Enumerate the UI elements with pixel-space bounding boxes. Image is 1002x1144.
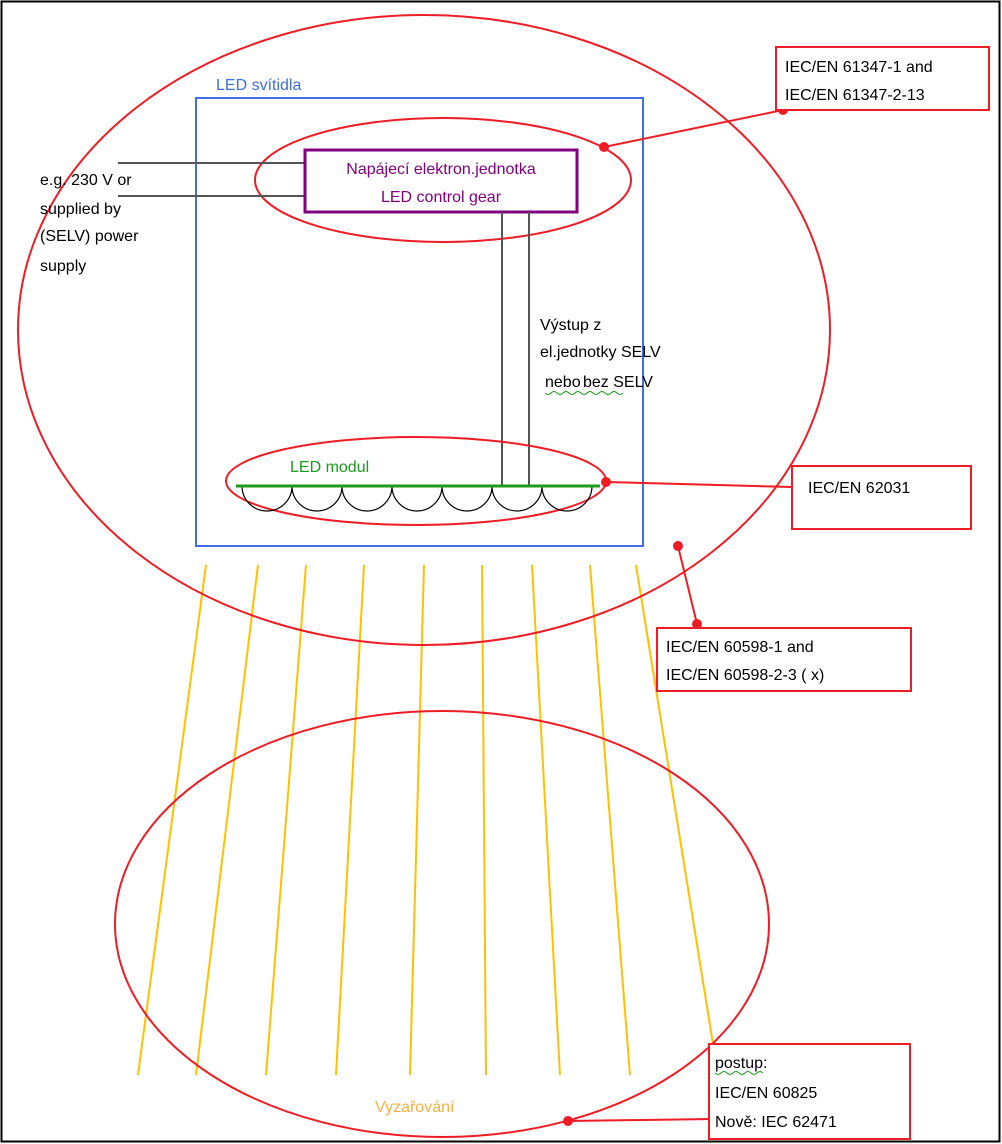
standard-luminaire-1: IEC/EN 60598-1 and	[666, 639, 814, 656]
standard-luminaire-2: IEC/EN 60598-2-3 ( x)	[666, 667, 824, 684]
output-label: Výstup z el.jednotky SELV nebo bez SELV	[540, 317, 661, 395]
light-rays	[137, 564, 719, 1076]
standard-control-gear-2: IEC/EN 61347-2-13	[785, 87, 925, 104]
connector-control-gear	[603, 109, 784, 148]
connector-dot	[692, 619, 702, 629]
supply-label-2: supplied by	[40, 201, 121, 218]
standard-box-luminaire	[656, 627, 912, 692]
spell-underline	[544, 391, 624, 395]
luminaire-box	[195, 97, 644, 547]
light-ray	[409, 564, 425, 1076]
supply-label-1: e.g. 230 V or	[40, 172, 132, 189]
connector-dot	[601, 477, 611, 487]
control-gear-ellipse	[254, 117, 632, 243]
connector-led-module	[605, 481, 793, 488]
standard-box-led-module	[791, 465, 972, 530]
light-ray	[481, 564, 487, 1076]
supply-label: e.g. 230 V or supplied by (SELV) power s…	[40, 172, 139, 275]
output-label-3b: bez SELV	[583, 374, 653, 391]
supply-label-4: supply	[40, 258, 86, 275]
output-label-1: Výstup z	[540, 317, 601, 334]
standard-control-gear-1: IEC/EN 61347-1 and	[785, 59, 933, 76]
radiation-title: Vyzařování	[375, 1099, 455, 1116]
output-label-2: el.jednotky SELV	[540, 344, 661, 361]
light-ray	[335, 564, 365, 1076]
led-lenses	[241, 485, 593, 512]
standard-box-control-gear	[775, 46, 990, 111]
led-lens	[491, 485, 543, 512]
standard-radiation-1: postup:	[715, 1055, 767, 1072]
light-ray	[265, 564, 307, 1076]
led-lens	[391, 485, 443, 512]
led-lens	[541, 485, 593, 512]
standard-radiation-3: Nově: IEC 62471	[715, 1114, 837, 1131]
connectors	[563, 105, 793, 1126]
light-ray	[589, 564, 631, 1076]
standard-led-module-1: IEC/EN 62031	[808, 480, 910, 497]
supply-label-3: (SELV) power	[40, 228, 139, 245]
connector-dot	[599, 142, 609, 152]
output-label-3a: nebo	[545, 374, 581, 391]
control-gear-label-2: LED control gear	[381, 189, 502, 206]
connector-luminaire	[677, 545, 698, 625]
control-gear-label-1: Napájecí elektron.jednotka	[346, 161, 536, 178]
led-module-ellipse	[225, 436, 607, 526]
led-lens	[291, 485, 343, 512]
luminaire-boundary-ellipse	[17, 14, 831, 646]
light-ray	[635, 564, 719, 1076]
standard-radiation-2: IEC/EN 60825	[715, 1085, 817, 1102]
light-ray	[137, 564, 207, 1076]
led-module-title: LED modul	[290, 459, 369, 476]
connector-radiation	[567, 1118, 713, 1122]
led-lens	[241, 485, 293, 512]
control-gear-box	[303, 148, 579, 214]
light-ray	[195, 564, 259, 1076]
connector-dot	[563, 1116, 573, 1126]
light-ray	[531, 564, 561, 1076]
led-lens	[341, 485, 393, 512]
radiation-ellipse	[114, 710, 770, 1138]
standard-box-radiation	[708, 1043, 911, 1140]
led-lens	[441, 485, 493, 512]
spell-underline	[714, 1071, 764, 1075]
connector-dot	[673, 541, 683, 551]
luminaire-title: LED svítidla	[216, 77, 301, 94]
